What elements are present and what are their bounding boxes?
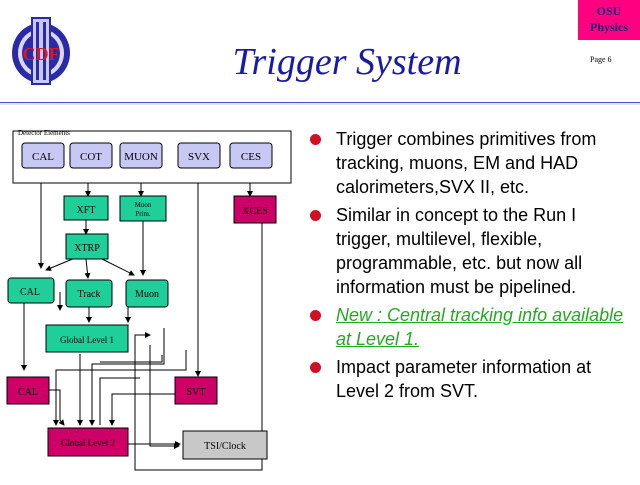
global-level2-label: Global Level 2 <box>61 438 115 448</box>
bullet-text: New : Central tracking info available at… <box>336 305 624 349</box>
bullet-item: Trigger combines primitives from trackin… <box>308 127 633 199</box>
level2-cal-box <box>6 376 50 405</box>
trigger-diagram: Detector Elements CAL COT MUON SVX CES X… <box>0 120 300 480</box>
cal-detector-label: CAL <box>32 151 54 163</box>
bullet-text: Similar in concept to the Run I trigger,… <box>336 205 583 297</box>
cot-detector-box <box>69 142 113 169</box>
global-level2-box <box>47 427 129 457</box>
bullet-dot-icon <box>310 134 321 145</box>
muon-prim-label-2: Prim. <box>135 210 151 218</box>
bullet-dot-icon <box>310 210 321 221</box>
bullet-item: Similar in concept to the Run I trigger,… <box>308 203 633 299</box>
page-number: Page 6 <box>590 55 612 64</box>
level2-cal-label: CAL <box>18 387 38 398</box>
xft-box <box>63 195 109 221</box>
xft-label: XFT <box>77 205 96 216</box>
detector-elements-label: Detector Elements <box>18 129 70 137</box>
muon-detector-box <box>119 142 163 169</box>
svt-label: SVT <box>187 387 206 398</box>
bullet-list: Trigger combines primitives from trackin… <box>308 127 633 407</box>
level1-track-box <box>65 279 113 308</box>
xces-label: XCES <box>242 206 268 217</box>
osu-physics-badge: OSU Physics <box>578 0 640 40</box>
ces-detector-box <box>229 142 273 169</box>
bullet-text: Impact parameter information at Level 2 … <box>336 357 592 401</box>
level1-track-label: Track <box>78 289 101 300</box>
level1-cal-label: CAL <box>20 287 40 298</box>
level1-cal-box <box>7 277 55 304</box>
level1-muon-label: Muon <box>135 289 159 300</box>
global-level1-box <box>45 324 129 353</box>
header-divider <box>0 102 640 105</box>
bullet-dot-icon <box>310 310 321 321</box>
svt-box <box>174 376 218 405</box>
muon-prim-box <box>119 195 167 222</box>
tsi-clock-label: TSI/Clock <box>204 441 246 452</box>
svx-detector-box <box>177 142 221 169</box>
bullet-item: Impact parameter information at Level 2 … <box>308 355 633 403</box>
svx-detector-label: SVX <box>188 151 210 163</box>
tsi-clock-box <box>182 430 268 460</box>
xtrp-label: XTRP <box>74 243 100 254</box>
bullet-item-highlighted: New : Central tracking info available at… <box>308 303 633 351</box>
cot-detector-label: COT <box>80 151 102 163</box>
logo-text: CDF <box>23 44 60 64</box>
xtrp-box <box>65 233 109 260</box>
badge-line-1: OSU <box>596 4 622 18</box>
ces-detector-label: CES <box>241 151 261 163</box>
muon-detector-label: MUON <box>124 151 158 163</box>
cdf-logo: CDF <box>10 8 72 86</box>
global-level1-label: Global Level 1 <box>60 335 114 345</box>
xces-box <box>233 195 277 224</box>
bullet-text: Trigger combines primitives from trackin… <box>336 129 597 197</box>
level1-muon-box <box>125 279 169 308</box>
cal-detector-box <box>21 142 65 169</box>
muon-prim-label-1: Muon <box>135 201 152 209</box>
badge-line-2: Physics <box>589 20 628 34</box>
page-title: Trigger System <box>232 41 462 83</box>
bullet-dot-icon <box>310 362 321 373</box>
